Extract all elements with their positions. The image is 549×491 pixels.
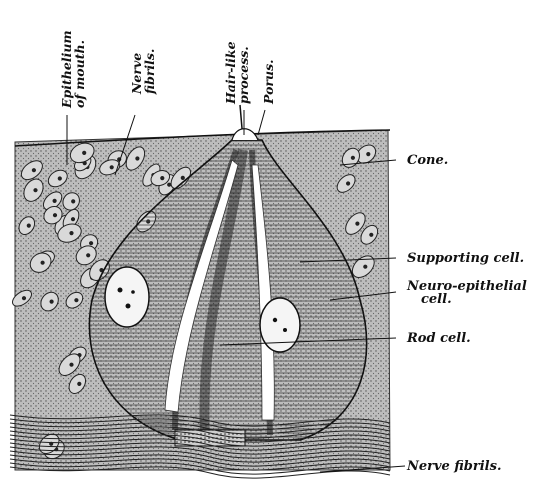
cell-nucleus-dot [110, 166, 113, 169]
cell-nucleus-dot [161, 177, 164, 180]
cell-nucleus-dot [70, 232, 73, 235]
label-hair-like-process: Hair-like process. [224, 41, 250, 104]
cell-nucleus-dot [50, 300, 53, 303]
cell-nucleus-dot [347, 182, 350, 185]
label-line: of mouth. [72, 40, 87, 108]
cell-nucleus-dot [53, 214, 56, 217]
label-epithelium-of-mouth: Epithelium of mouth. [60, 30, 86, 108]
label-line: Porus. [261, 60, 276, 104]
cell-nucleus-dot [356, 222, 359, 225]
cell-nucleus-dot [364, 265, 367, 268]
label-nerve-fibrils-bottom: Nerve fibrils. [407, 460, 501, 473]
cell-nucleus-dot [72, 200, 75, 203]
cell-nucleus-dot [370, 233, 373, 236]
cell-nucleus-dot [41, 261, 44, 264]
porus-opening [232, 129, 258, 140]
label-supporting-cell: Supporting cell. [407, 252, 524, 265]
cell-nucleus-dot [351, 156, 354, 159]
label-neuro-epithelial-cell: Neuro-epithelial cell. [407, 280, 527, 306]
cell-nucleus-dot [75, 299, 78, 302]
cell-nucleus-dot [34, 189, 37, 192]
cell-nucleus-dot [83, 151, 86, 154]
label-rod-cell: Rod cell. [407, 332, 471, 345]
nucleus-left [105, 267, 149, 327]
cell-nucleus-dot [181, 176, 184, 179]
cell-nucleus-dot [136, 157, 139, 160]
cell-nucleus-dot [70, 363, 73, 366]
label-line: Rod cell. [407, 331, 471, 346]
label-porus: Porus. [262, 60, 275, 104]
label-line: process. [236, 46, 251, 104]
label-line: fibrils. [142, 49, 157, 94]
cell-nucleus-dot [58, 177, 61, 180]
cell-nucleus-dot [71, 218, 74, 221]
cell-nucleus-dot [22, 297, 25, 300]
label-line: Cone. [407, 153, 448, 168]
cell-nucleus-dot [53, 199, 56, 202]
cell-nucleus-dot [32, 169, 35, 172]
label-nerve-fibrils-top: Nerve fibrils. [130, 49, 156, 94]
nucleus-right [260, 298, 300, 352]
label-line: Nerve fibrils. [407, 459, 501, 474]
label-cone: Cone. [407, 154, 448, 167]
label-line: cell. [407, 292, 452, 307]
label-line: Supporting cell. [407, 251, 524, 266]
cell-nucleus-dot [78, 382, 81, 385]
cell-nucleus-dot [367, 153, 370, 156]
cell-nucleus-dot [90, 242, 93, 245]
cell-nucleus-dot [87, 254, 90, 257]
cell-nucleus-dot [27, 224, 30, 227]
cell-nucleus-dot [168, 183, 171, 186]
